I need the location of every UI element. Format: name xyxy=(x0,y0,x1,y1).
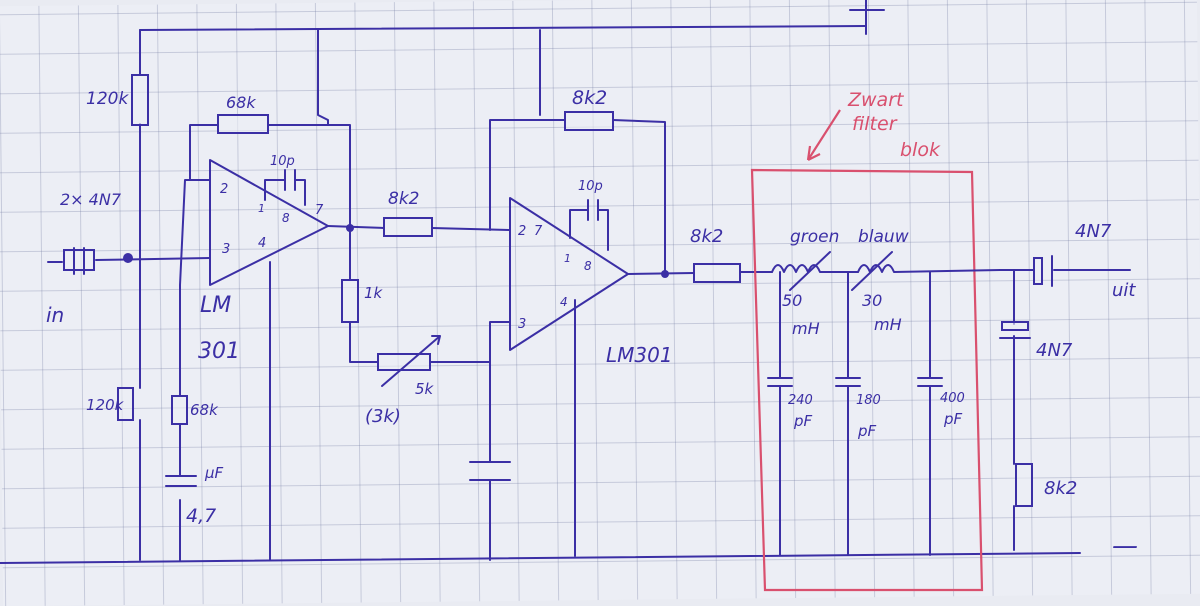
plus-mark xyxy=(849,0,885,35)
minus-symbol: — xyxy=(1112,531,1138,561)
label-240: 240 xyxy=(788,393,813,408)
label-elco-value: 4,7 xyxy=(186,505,216,527)
pot-arrow xyxy=(381,335,441,387)
resistor-120k-bottom xyxy=(117,387,134,421)
label-30: 30 xyxy=(862,291,882,310)
opamp2-pin1: 1 xyxy=(564,252,571,265)
filter-note-arrow xyxy=(806,109,841,161)
label-5k: 5k xyxy=(415,380,435,398)
label-10p-1: 10p xyxy=(270,154,295,169)
inductor-30mH xyxy=(857,264,1001,273)
opamp1-pin8: 8 xyxy=(282,211,290,225)
label-elco-unit: µF xyxy=(204,464,224,482)
opamp1-pin3: 3 xyxy=(222,242,230,257)
label-400: 400 xyxy=(940,391,965,406)
resistor-68k-feedback xyxy=(217,114,269,134)
negative-rail xyxy=(0,552,1081,564)
opamp1-pin7: 7 xyxy=(315,203,324,218)
resistor-120k-top xyxy=(131,74,149,126)
capacitor-4N7-shunt xyxy=(1001,321,1029,331)
filter-note-2: filter xyxy=(852,113,898,135)
resistor-8k2-load xyxy=(1015,463,1033,507)
label-pF-3: pF xyxy=(943,410,963,428)
label-10p-2: 10p xyxy=(578,179,603,194)
junction-input xyxy=(123,253,133,263)
label-8k2-load: 8k2 xyxy=(1044,478,1077,499)
opamp2-pin2: 2 xyxy=(518,224,526,239)
wire-feedback-1 xyxy=(189,124,351,229)
label-180: 180 xyxy=(856,393,881,408)
filter-block-frame xyxy=(750,168,984,592)
capacitor-400pF xyxy=(917,271,943,556)
label-68k-bias: 68k xyxy=(190,401,219,419)
label-in: in xyxy=(46,303,64,327)
opamp2-comp-cap xyxy=(569,199,609,251)
inductor-50mH xyxy=(771,264,859,273)
opamp1-comp-cap xyxy=(264,169,306,206)
potentiometer-5k xyxy=(377,353,431,371)
capacitor-240pF xyxy=(767,271,793,556)
label-blauw: blauw xyxy=(858,227,909,247)
wire-1k-pot xyxy=(349,231,491,363)
wire-input xyxy=(47,257,211,263)
wire-supply-op1 xyxy=(317,29,329,126)
wire-bias xyxy=(179,179,211,561)
label-120k-bottom: 120k xyxy=(86,396,125,414)
opamp2-pin3: 3 xyxy=(518,317,526,332)
wire-op2-pin3 xyxy=(489,321,511,561)
opamp2-pin4: 4 xyxy=(560,295,568,309)
label-4N7-out: 4N7 xyxy=(1075,221,1112,242)
wire-op1-out xyxy=(327,225,511,231)
label-8k2-series1: 8k2 xyxy=(388,189,419,209)
resistor-8k2-series2 xyxy=(693,263,741,283)
filter-note-3: blok xyxy=(900,139,941,161)
label-4N7-shunt: 4N7 xyxy=(1036,340,1073,361)
opamp2-pin8: 8 xyxy=(584,259,592,273)
opamp2-name: LM301 xyxy=(606,343,673,367)
resistor-1k xyxy=(341,279,359,323)
label-groen: groen xyxy=(790,227,839,247)
input-capacitor xyxy=(63,249,95,271)
opamp1-name-a: LM xyxy=(200,293,231,318)
resistor-8k2-series1 xyxy=(383,217,433,237)
wire-feedback-2 xyxy=(489,29,666,275)
opamp1-pin2: 2 xyxy=(220,182,228,197)
resistor-68k-bias xyxy=(171,395,188,425)
opamp1-pin1: 1 xyxy=(258,202,265,215)
opamp1-pin4: 4 xyxy=(258,236,266,251)
opamp1-name-b: 301 xyxy=(198,339,240,364)
label-pF-1: pF xyxy=(793,412,813,430)
inductor-arrows xyxy=(789,251,893,291)
capacitor-4N7-out xyxy=(1033,257,1043,285)
label-120k-top: 120k xyxy=(86,89,129,109)
label-68k-feedback: 68k xyxy=(226,93,256,112)
label-1k: 1k xyxy=(364,284,384,302)
label-input-cap: 2× 4N7 xyxy=(60,190,122,209)
label-pF-2: pF xyxy=(857,422,877,440)
filter-note-1: Zwart xyxy=(847,89,905,111)
label-8k2-feedback: 8k2 xyxy=(572,87,607,109)
label-uit: uit xyxy=(1112,280,1136,301)
positive-rail xyxy=(139,25,867,31)
opamp-1 xyxy=(209,159,329,286)
opamp2-pin7: 7 xyxy=(534,224,543,239)
junction-op1-out xyxy=(346,224,354,232)
label-8k2-series2: 8k2 xyxy=(690,226,723,247)
label-3k: (3k) xyxy=(365,406,401,427)
label-mH-1: mH xyxy=(792,319,820,338)
electrolytic-capacitor xyxy=(165,475,197,487)
resistor-8k2-feedback xyxy=(564,111,614,131)
label-50: 50 xyxy=(782,291,802,310)
capacitor-op2-pin3 xyxy=(469,461,511,481)
label-mH-2: mH xyxy=(874,315,902,334)
capacitor-180pF xyxy=(835,271,861,556)
plus-symbol: + xyxy=(884,20,885,23)
input-capacitor-plates xyxy=(73,247,85,275)
